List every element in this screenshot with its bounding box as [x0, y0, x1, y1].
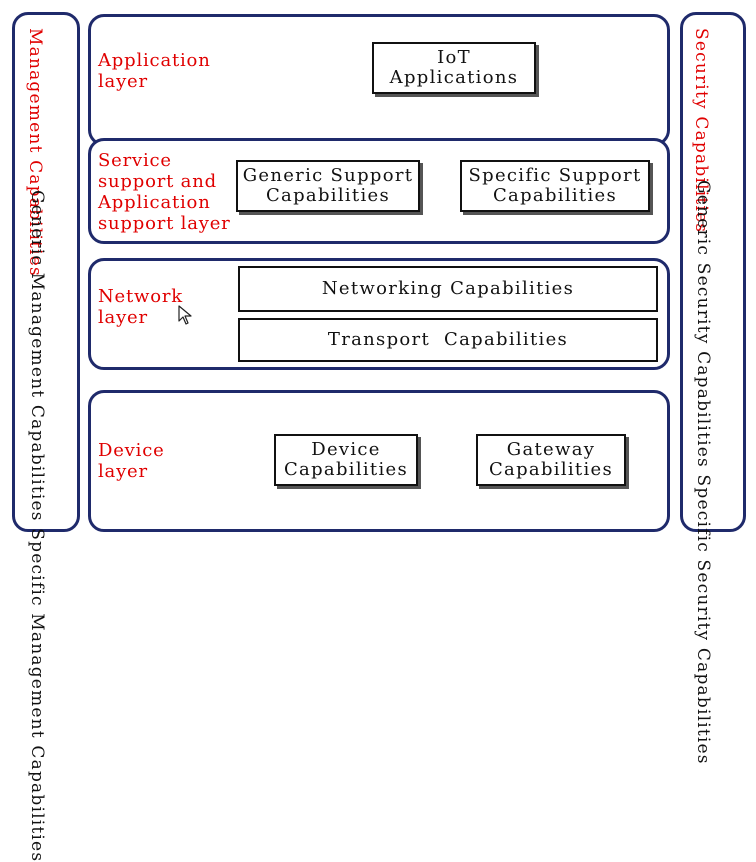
mouse-cursor-icon — [178, 305, 192, 325]
device-layer-label-line-1: Device — [98, 440, 165, 461]
management-capabilities-title: Management Capabilities — [24, 28, 46, 277]
networking-capabilities-box: Networking Capabilities — [238, 266, 658, 312]
service-layer-label-line-2: support and — [98, 171, 217, 192]
generic-support-line-2: Capabilities — [265, 185, 391, 206]
generic-support-line-1: Generic Support — [242, 165, 414, 186]
iot-applications-line-2: Applications — [389, 67, 519, 88]
generic-security-capabilities: Generic Security Capabilities — [693, 180, 713, 468]
iot-applications-box: IoT Applications — [372, 42, 536, 94]
iot-applications-line-1: IoT — [437, 47, 471, 68]
network-layer-label: Network layer — [98, 286, 183, 328]
specific-support-line-1: Specific Support — [468, 165, 642, 186]
security-title-line-1: Security — [691, 28, 711, 110]
service-support-layer-label: Service support and Application support … — [98, 150, 231, 234]
specific-management-capabilities: Specific Management Capabilities — [27, 528, 47, 862]
device-layer-label: Device layer — [98, 440, 165, 482]
application-layer-label-line-1: Application — [98, 50, 211, 71]
security-capabilities-items: Generic Security Capabilities Specific S… — [692, 180, 714, 765]
specific-security-capabilities: Specific Security Capabilities — [693, 474, 713, 765]
management-capabilities-panel — [12, 12, 80, 532]
transport-capabilities-box: Transport Capabilities — [238, 318, 658, 362]
network-layer-label-line-1: Network — [98, 286, 183, 307]
management-title-line-1: Management — [25, 28, 45, 154]
device-capabilities-box: Device Capabilities — [274, 434, 418, 486]
management-capabilities-items: Generic Management Capabilities Specific… — [26, 190, 48, 862]
management-title-line-2: Capabilities — [25, 160, 45, 277]
transport-capabilities-label: Transport Capabilities — [327, 329, 569, 350]
generic-management-capabilities: Generic Management Capabilities — [27, 190, 47, 522]
service-layer-label-line-4: support layer — [98, 213, 231, 234]
generic-support-capabilities-box: Generic Support Capabilities — [236, 160, 420, 212]
security-title-line-2: Capabilities — [691, 116, 711, 234]
gateway-capabilities-box: Gateway Capabilities — [476, 434, 626, 486]
service-layer-label-line-1: Service — [98, 150, 172, 171]
networking-capabilities-label: Networking Capabilities — [321, 278, 575, 299]
service-layer-label-line-3: Application — [98, 192, 211, 213]
application-layer-label-line-2: layer — [98, 71, 148, 92]
device-capabilities-line-2: Capabilities — [283, 459, 409, 480]
network-layer-label-line-2: layer — [98, 307, 148, 328]
application-layer-label: Application layer — [98, 50, 211, 92]
security-capabilities-title: Security Capabilities — [690, 28, 712, 233]
specific-support-line-2: Capabilities — [492, 185, 618, 206]
gateway-capabilities-line-1: Gateway — [506, 439, 596, 460]
specific-support-capabilities-box: Specific Support Capabilities — [460, 160, 650, 212]
device-capabilities-line-1: Device — [311, 439, 381, 460]
security-capabilities-panel — [680, 12, 746, 532]
gateway-capabilities-line-2: Capabilities — [488, 459, 614, 480]
device-layer-label-line-2: layer — [98, 461, 148, 482]
